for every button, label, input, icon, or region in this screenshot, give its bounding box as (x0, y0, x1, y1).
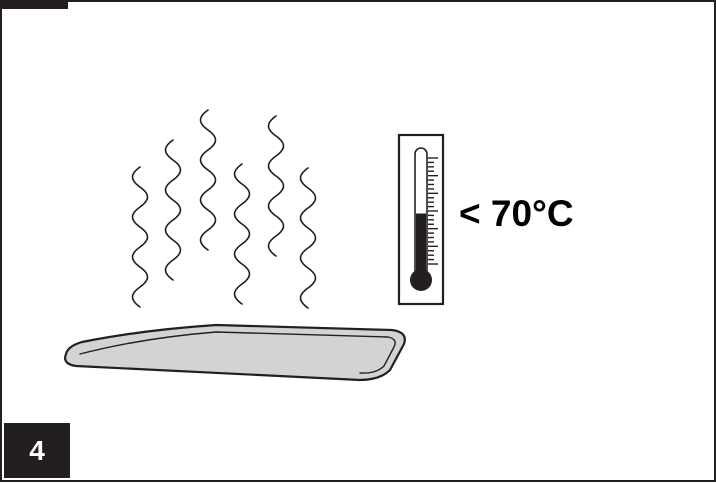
tray-inner-rim (79, 331, 396, 374)
heat-wave-2 (164, 139, 182, 281)
heat-waves-icon (131, 109, 317, 309)
thermometer-scale (428, 157, 438, 265)
baking-tray-icon (64, 323, 406, 382)
panel-corner-tab (2, 2, 68, 9)
heat-wave-5 (267, 115, 285, 257)
thermometer-icon (397, 133, 445, 306)
tray-outer (64, 323, 406, 382)
heat-wave-4 (233, 163, 251, 305)
thermometer-mercury (416, 213, 426, 275)
temperature-label: < 70°C (459, 193, 574, 234)
thermometer-bulb (410, 269, 432, 291)
heat-wave-3 (199, 109, 217, 251)
step-number-badge: 4 (4, 423, 70, 478)
heat-wave-1 (131, 166, 149, 308)
heat-wave-6 (299, 167, 317, 309)
step-number: 4 (29, 434, 45, 466)
